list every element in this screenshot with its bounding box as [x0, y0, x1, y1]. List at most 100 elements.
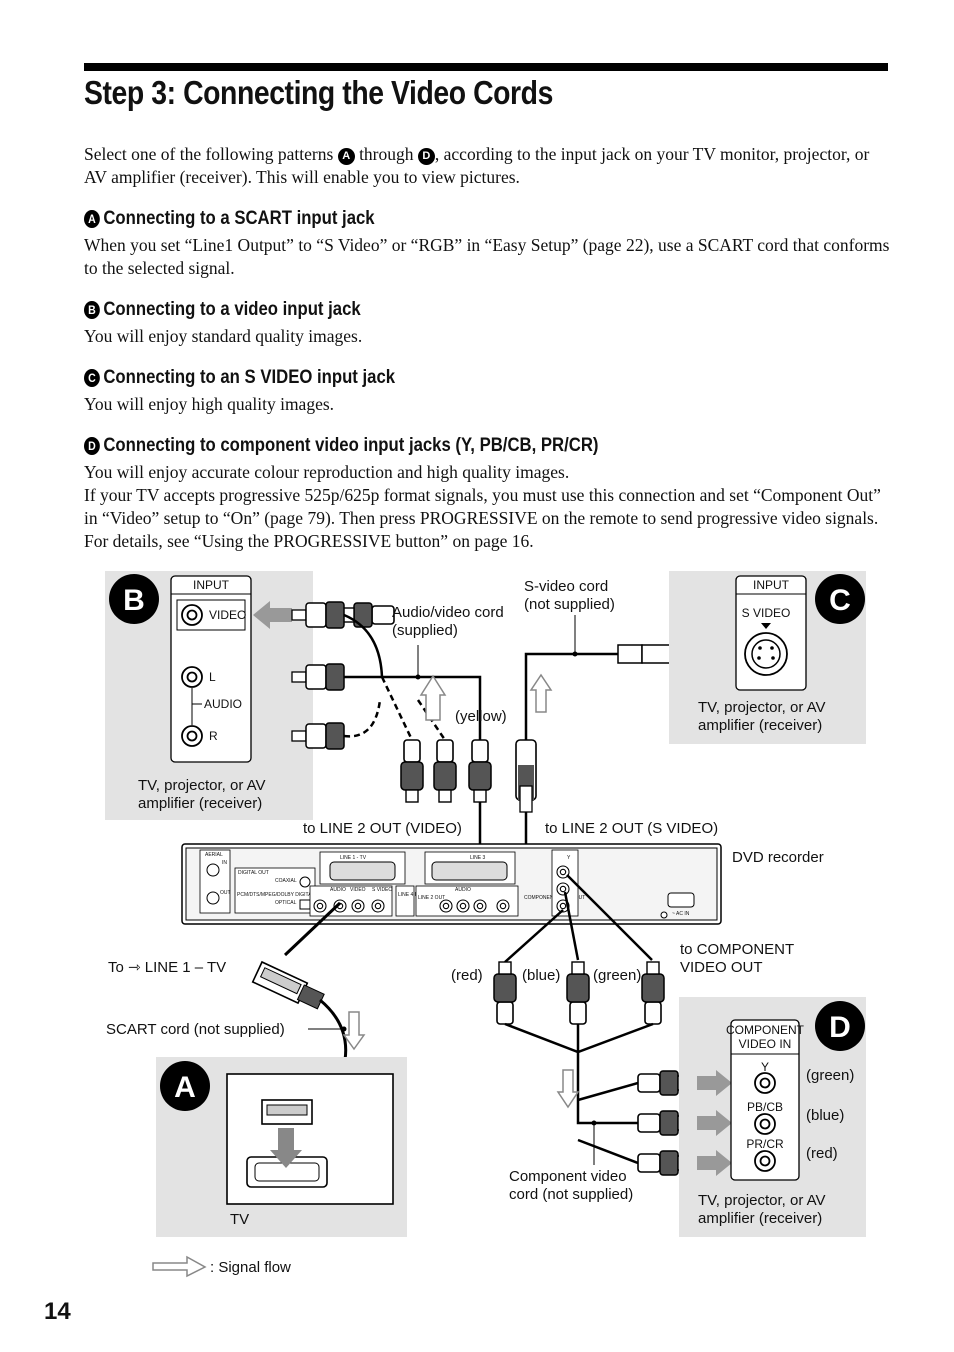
rec-audio2-label: AUDIO — [455, 887, 471, 893]
section-c-text: You will enjoy high quality images. — [84, 394, 335, 414]
signal-flow-label: : Signal flow — [210, 1259, 291, 1276]
panel-a-badge — [160, 1061, 210, 1111]
panel-d-badge — [815, 1001, 865, 1051]
rec-audio-label: AUDIO — [330, 887, 346, 893]
component-label-1: COMPONENT — [726, 1023, 805, 1037]
panel-d-letter: D — [829, 1011, 851, 1044]
panel-b-video-label: VIDEO — [209, 608, 246, 622]
to-component-label-2: VIDEO OUT — [680, 959, 763, 976]
aerial-in-label: IN — [222, 860, 227, 866]
panel-a-tv-label: TV — [230, 1211, 249, 1228]
panel-b-device-label-2: amplifier (receiver) — [138, 795, 262, 812]
scart-plug-bottom-icon — [261, 1099, 313, 1125]
panel-c-letter: C — [829, 584, 851, 617]
section-b-title: Connecting to a video input jack — [103, 299, 361, 320]
line2-out-label: LINE 2 OUT — [418, 895, 445, 901]
green-label: (green) — [593, 967, 641, 984]
video-jack-icon — [181, 604, 203, 626]
blue-label: (blue) — [522, 967, 560, 984]
pb-jack-icon — [754, 1113, 776, 1135]
panel-b-r-label: R — [209, 729, 218, 743]
to-component-label-1: to COMPONENT — [680, 941, 794, 958]
ac-in-label: ~ AC IN — [672, 911, 690, 917]
panel-c-input-label: INPUT — [753, 578, 790, 592]
panel-d-input-box — [730, 1019, 800, 1181]
svideo-cord-label-1: S-video cord — [524, 578, 608, 595]
signal-flow-legend-icon — [152, 1255, 207, 1278]
panel-b-device-label-1: TV, projector, or AV — [138, 777, 266, 794]
panel-d-pr-label: PR/CR — [746, 1137, 784, 1151]
section-c-badge: C — [84, 369, 100, 387]
aerial-out-label: OUT — [220, 890, 231, 896]
panel-d-device-label-1: TV, projector, or AV — [698, 1192, 826, 1209]
digital-out-label: DIGITAL OUT — [238, 870, 269, 876]
panel-a-letter: A — [174, 1071, 196, 1104]
av-cord-label-2: (supplied) — [392, 622, 458, 639]
signal-arrow-down-icon — [342, 1011, 366, 1051]
component-cord-label-2: cord (not supplied) — [509, 1186, 633, 1203]
pattern-a-badge: A — [337, 148, 355, 165]
panel-d-y-label: Y — [761, 1060, 769, 1074]
section-b-text: You will enjoy standard quality images. — [84, 326, 363, 346]
page-number: 14 — [44, 1298, 71, 1325]
component-label-2: VIDEO IN — [739, 1037, 792, 1051]
coaxial-label: COAXIAL — [275, 878, 297, 884]
panel-b-l-label: L — [209, 670, 216, 684]
rec-y-label: Y — [567, 855, 571, 861]
to-line1-label: To ⇾ LINE 1 – TV — [108, 959, 226, 976]
section-a-text: When you set “Line1 Output” to “S Video”… — [84, 235, 890, 278]
signal-arrow-up-icon — [419, 674, 447, 721]
panel-b-input-label: INPUT — [193, 578, 230, 592]
line2-video-label: to LINE 2 OUT (VIDEO) — [303, 820, 462, 837]
scart-cord-label: SCART cord (not supplied) — [106, 1021, 285, 1038]
optical-label: OPTICAL — [275, 900, 297, 906]
audio-r-jack-icon — [181, 725, 203, 747]
intro-paragraph: Select one of the following patterns A t… — [84, 143, 890, 189]
rec-svideo-label: S VIDEO — [372, 887, 392, 893]
section-d-title: Connecting to component video input jack… — [103, 435, 599, 456]
panel-d-red-label: (red) — [806, 1145, 838, 1162]
panel-b-letter: B — [123, 584, 145, 617]
svideo-cord-label-2: (not supplied) — [524, 596, 615, 613]
section-a-title: Connecting to a SCART input jack — [103, 208, 375, 229]
section-b-badge: B — [84, 301, 100, 319]
pcm-label: PCM/DTS/MPEG/DOLBY DIGITAL — [237, 892, 315, 898]
panel-b-badge — [109, 574, 159, 624]
pattern-d-badge: D — [417, 148, 435, 165]
panel-d-green-label: (green) — [806, 1067, 854, 1084]
intro-text-2: through — [359, 144, 414, 164]
section-a-badge: A — [84, 210, 100, 228]
line2-svideo-label: to LINE 2 OUT (S VIDEO) — [545, 820, 718, 837]
line4-label: LINE 4 IN — [398, 892, 420, 898]
section-d-text-2: If your TV accepts progressive 525p/625p… — [84, 485, 881, 551]
dvd-recorder-label: DVD recorder — [732, 849, 824, 866]
intro-text-1: Select one of the following patterns — [84, 144, 334, 164]
red-label: (red) — [451, 967, 483, 984]
panel-c-device-label-2: amplifier (receiver) — [698, 717, 822, 734]
panel-d-blue-label: (blue) — [806, 1107, 844, 1124]
y-jack-icon — [754, 1072, 776, 1094]
panel-b-audio-label: AUDIO — [204, 697, 242, 711]
aerial-label: AERIAL — [205, 852, 223, 858]
line1-tv-label: LINE 1 - TV — [340, 855, 367, 861]
section-c-title: Connecting to an S VIDEO input jack — [103, 367, 396, 388]
panel-d-pb-label: PB/CB — [747, 1100, 783, 1114]
panel-c-badge — [815, 574, 865, 624]
section-d-badge: D — [84, 437, 100, 455]
panel-d-device-label-2: amplifier (receiver) — [698, 1210, 822, 1227]
av-cord-label-1: Audio/video cord — [392, 604, 504, 621]
title-rule — [84, 63, 888, 71]
page-title: Step 3: Connecting the Video Cords — [84, 74, 553, 111]
pr-jack-icon — [754, 1150, 776, 1172]
line3-label: LINE 3 — [470, 855, 486, 861]
component-cord-label-1: Component video — [509, 1168, 627, 1185]
yellow-label: (yellow) — [455, 708, 507, 725]
rec-video-label: VIDEO — [350, 887, 366, 893]
section-d-text-1: You will enjoy accurate colour reproduct… — [84, 462, 570, 482]
audio-l-jack-icon — [181, 666, 203, 688]
